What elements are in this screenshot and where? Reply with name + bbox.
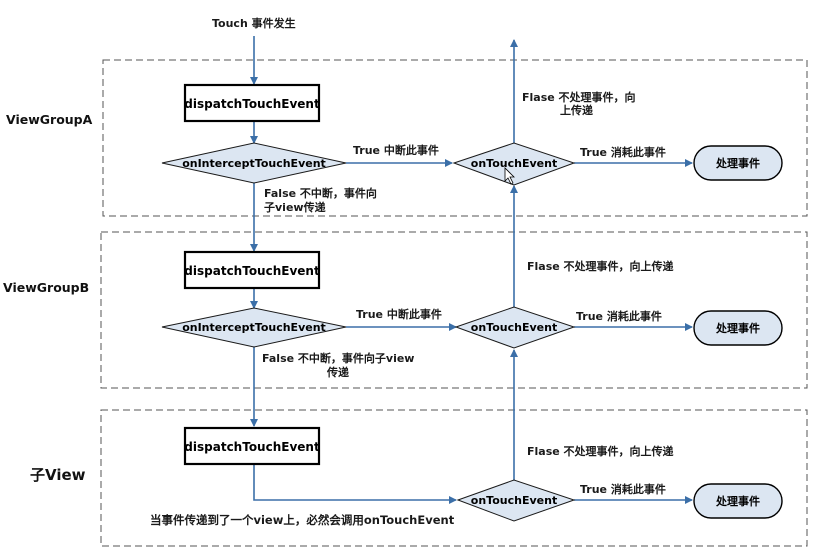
- dispatch-label-child: dispatchTouchEvent: [184, 440, 320, 454]
- group-frame-viewgroupa: [102, 59, 808, 217]
- touch-diamond-child: [456, 479, 576, 522]
- arrow-dispatch-child-to-touch-child: [253, 464, 457, 504]
- touch-diamond-b: [454, 306, 576, 349]
- intercept-true-label-a: True 中断此事件: [353, 143, 439, 157]
- consume-label-child: True 消耗此事件: [580, 482, 666, 496]
- handle-label-b: 处理事件: [715, 321, 760, 335]
- touch-label-a: onTouchEvent: [471, 157, 557, 170]
- intercept-diamond-a: [161, 142, 347, 184]
- up-label-child: Flase 不处理事件，向上传递: [527, 444, 674, 458]
- up-label-a-line2: 上传递: [560, 103, 593, 117]
- group-label-viewgroupb: ViewGroupB: [3, 280, 89, 295]
- consume-label-b: True 消耗此事件: [576, 309, 662, 323]
- touch-event-start-label: Touch 事件发生: [212, 16, 296, 30]
- group-label-viewgroupa: ViewGroupA: [6, 112, 93, 127]
- intercept-false-label-b-line1: False 不中断，事件向子view: [262, 351, 414, 365]
- touch-label-child: onTouchEvent: [471, 494, 557, 507]
- handle-box-a: [693, 145, 783, 181]
- intercept-true-label-b: True 中断此事件: [356, 307, 442, 321]
- group-frame-viewgroupb: [100, 231, 808, 389]
- up-label-a-line1: Flase 不处理事件，向: [522, 90, 636, 104]
- dispatch-box-a: [183, 83, 321, 123]
- up-label-b: Flase 不处理事件，向上传递: [527, 259, 674, 273]
- intercept-label-a: onInterceptTouchEvent: [182, 157, 326, 170]
- intercept-label-b: onInterceptTouchEvent: [182, 321, 326, 334]
- handle-box-child: [693, 483, 783, 519]
- dispatch-label-b: dispatchTouchEvent: [184, 264, 320, 278]
- mouse-cursor-icon: [504, 167, 515, 185]
- intercept-diamond-b: [161, 307, 347, 348]
- intercept-false-label-a-line1: False 不中断，事件向: [264, 186, 377, 200]
- child-view-note: 当事件传递到了一个view上，必然会调用onTouchEvent: [150, 513, 455, 527]
- intercept-false-label-b-line2: 传递: [326, 365, 349, 379]
- handle-label-a: 处理事件: [715, 156, 760, 170]
- touch-label-b: onTouchEvent: [471, 321, 557, 334]
- dispatch-box-b: [183, 250, 321, 290]
- consume-label-a: True 消耗此事件: [580, 145, 666, 159]
- dispatch-box-child: [183, 426, 321, 466]
- handle-label-child: 处理事件: [715, 494, 760, 508]
- group-frame-child-view: [100, 409, 808, 547]
- touch-diamond-a: [452, 142, 576, 186]
- intercept-false-label-a-line2: 子view传递: [264, 200, 326, 214]
- group-label-child-view: 子View: [30, 466, 86, 484]
- dispatch-label-a: dispatchTouchEvent: [184, 97, 320, 111]
- handle-box-b: [693, 310, 783, 346]
